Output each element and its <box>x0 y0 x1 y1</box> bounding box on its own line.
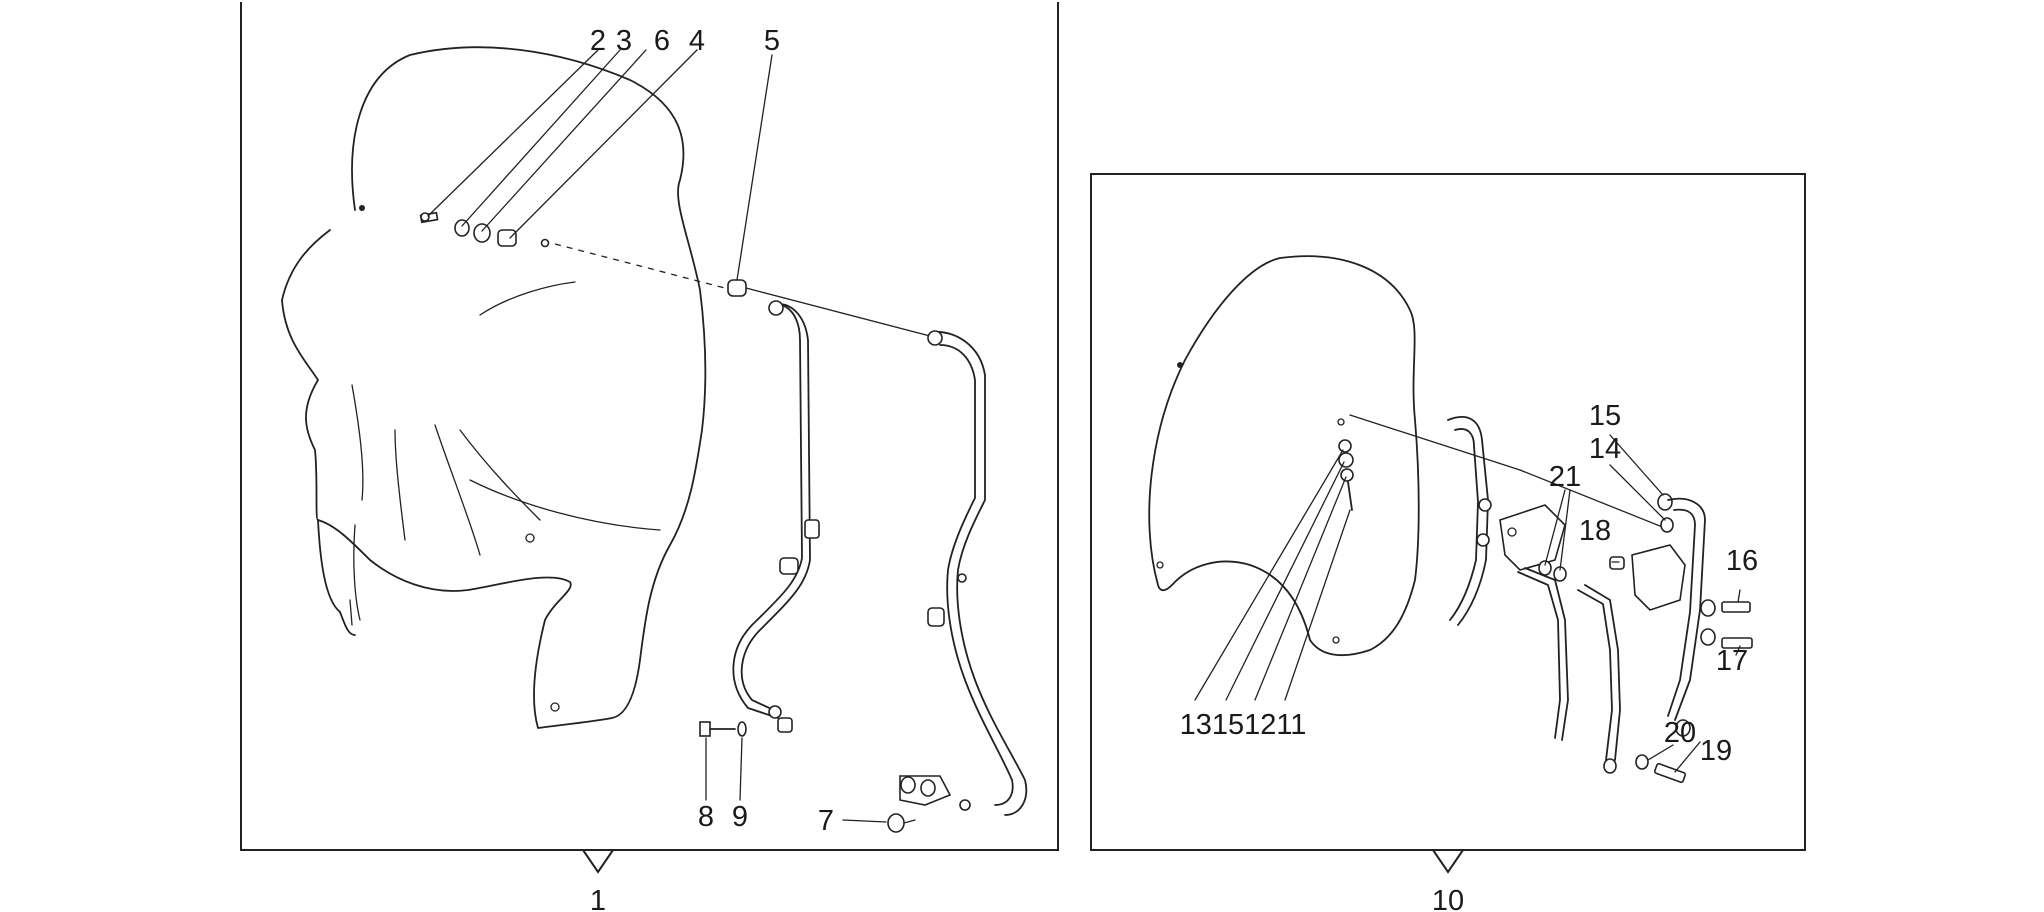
leaders-a10 <box>1194 434 1741 773</box>
callout-19: 19 <box>1700 735 1732 767</box>
hardware-2-3-6-4 <box>419 211 550 248</box>
callout-17: 17 <box>1716 645 1748 677</box>
assembly-1-axis <box>554 243 726 289</box>
callout-6: 6 <box>654 25 670 57</box>
bolt-8-washer-9 <box>699 717 793 737</box>
callout-7: 7 <box>818 805 834 837</box>
windscreen-1 <box>281 46 707 729</box>
assembly-1-label: 1 <box>590 885 606 912</box>
callout-3: 3 <box>616 25 632 57</box>
assembly-10-label: 10 <box>1432 885 1464 912</box>
callout-2: 2 <box>590 25 606 57</box>
callout-4: 4 <box>689 25 705 57</box>
assembly-10-pointer <box>1432 849 1464 874</box>
assembly-10-frame <box>1090 173 1806 851</box>
callout-9: 9 <box>732 801 748 833</box>
assembly-1-panel: 1 <box>240 2 1059 912</box>
assembly-10-panel: 10 <box>1090 173 1806 912</box>
callout-16: 16 <box>1726 545 1758 577</box>
hardware-13-15-12-11 <box>1338 439 1354 511</box>
assembly-10-axis <box>1349 414 1521 471</box>
bracket-right-10 <box>1499 469 1753 784</box>
nut-7 <box>887 813 916 833</box>
callout-21: 21 <box>1549 461 1581 493</box>
callout-13151211: 13151211 <box>1180 709 1307 741</box>
callout-15: 15 <box>1589 400 1621 432</box>
assembly-1-axis-2 <box>745 287 931 337</box>
assembly-1-pointer <box>582 849 614 874</box>
callout-20: 20 <box>1664 717 1696 749</box>
callouts-a1: 2 3 6 4 5 8 9 7 <box>590 25 834 837</box>
callout-8: 8 <box>698 801 714 833</box>
callout-14: 14 <box>1589 433 1621 465</box>
windscreen-10 <box>1148 255 1420 657</box>
callout-18: 18 <box>1579 515 1611 547</box>
grommet-5 <box>727 279 747 297</box>
callouts-a10: 15 14 21 18 16 17 20 19 13151211 <box>1180 400 1759 767</box>
callout-5: 5 <box>764 25 780 57</box>
bracket-right-1 <box>899 330 1028 816</box>
bracket-left-1 <box>732 300 820 719</box>
leaders-a1 <box>427 49 887 823</box>
assembly-1-frame <box>240 2 1059 851</box>
bracket-left-10 <box>1447 416 1492 626</box>
